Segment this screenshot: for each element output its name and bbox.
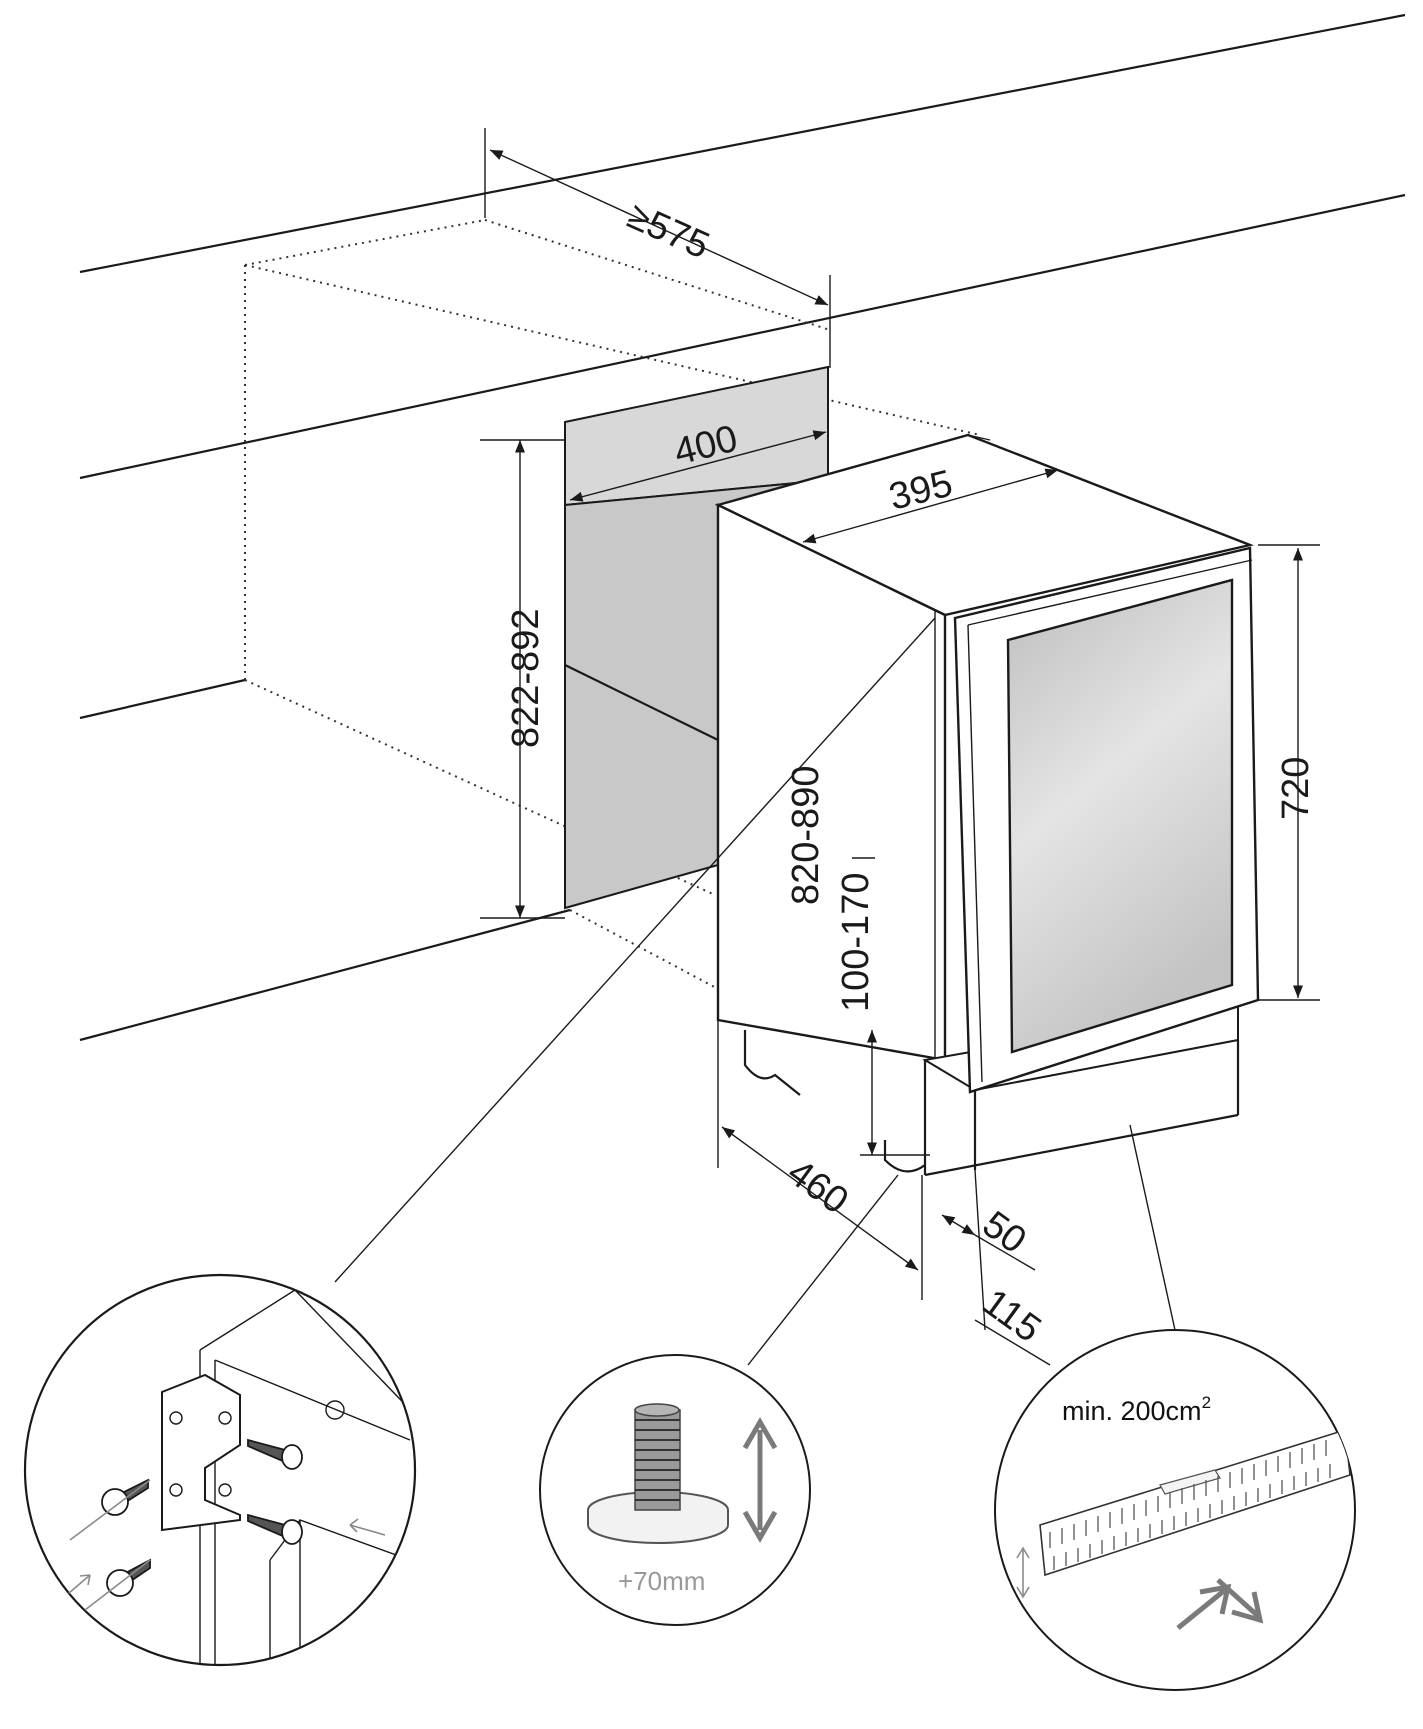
vent-area-label: min. 200cm2 — [1062, 1393, 1211, 1426]
detail-bracket-screws — [23, 1273, 417, 1667]
dim-plinth-offset: 115 — [975, 1281, 1049, 1351]
vent-area-superscript: 2 — [1202, 1393, 1211, 1412]
dim-unit-depth: 460 — [780, 1151, 856, 1222]
foot-adjust-label: +70mm — [618, 1566, 705, 1596]
detail-ventilation-grille: min. 200cm2 — [994, 1329, 1356, 1691]
detail-leaders — [334, 617, 1176, 1366]
dim-door-height: 720 — [1275, 757, 1317, 820]
dim-plinth-height: 100-170 — [835, 873, 877, 1012]
dim-unit-height: 820-890 — [785, 766, 827, 905]
countertop-lines — [79, 13, 1406, 1042]
dim-niche-height: 822-892 — [505, 609, 547, 748]
dimension-lines — [480, 128, 1320, 1366]
dim-depth-min: ≥575 — [621, 195, 715, 268]
dim-door-offset: 50 — [975, 1203, 1034, 1262]
niche-outline-dotted — [244, 219, 981, 991]
detail-adjustable-foot: +70mm — [539, 1354, 811, 1626]
